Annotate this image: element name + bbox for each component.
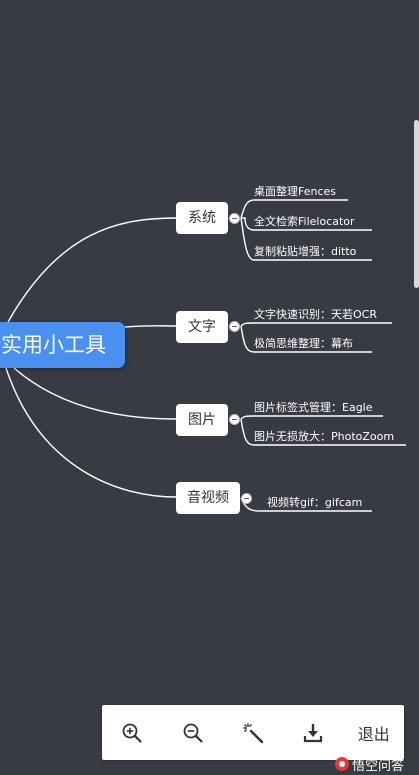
link-image-2 bbox=[240, 418, 406, 446]
zoom-in-icon bbox=[122, 723, 142, 743]
link-image-1 bbox=[240, 415, 383, 420]
leaf-system-fences[interactable]: 桌面整理Fences bbox=[254, 185, 337, 198]
link-system-2 bbox=[241, 217, 372, 231]
exit-label: 退出 bbox=[357, 724, 390, 744]
leaf-system-filelocator[interactable]: 全文检索Filelocator bbox=[254, 215, 355, 228]
link-text-2 bbox=[240, 325, 372, 353]
node-image[interactable]: 图片 bbox=[176, 404, 228, 436]
watermark: 悟空问答 bbox=[335, 754, 404, 774]
magic-wand-icon bbox=[243, 723, 264, 743]
wukong-logo-icon bbox=[335, 757, 349, 771]
download-button[interactable] bbox=[293, 713, 333, 753]
link-root-text bbox=[124, 325, 177, 328]
node-text-label: 文字 bbox=[188, 319, 216, 335]
collapse-toggle-av[interactable] bbox=[241, 493, 252, 504]
leaf-image-photozoom[interactable]: 图片无损放大：PhotoZoom bbox=[254, 430, 395, 443]
zoom-out-icon bbox=[183, 723, 203, 743]
link-root-system bbox=[7, 217, 177, 323]
zoom-out-button[interactable] bbox=[173, 713, 213, 753]
collapse-toggle-system[interactable] bbox=[229, 213, 240, 224]
leaf-av-gifcam[interactable]: 视频转gif：gifcam bbox=[267, 496, 363, 509]
leaf-text-ocr[interactable]: 文字快速识别：天若OCR bbox=[254, 308, 377, 321]
link-root-image bbox=[13, 367, 177, 420]
download-icon bbox=[304, 723, 323, 742]
root-node[interactable]: 端实用小工具 bbox=[0, 322, 125, 368]
watermark-text: 悟空问答 bbox=[352, 758, 405, 774]
bottom-toolbar: 退出 bbox=[102, 705, 404, 760]
node-av[interactable]: 音视频 bbox=[176, 482, 240, 514]
link-root-av bbox=[5, 367, 177, 498]
exit-button[interactable]: 退出 bbox=[354, 713, 394, 753]
leaf-text-mubu[interactable]: 极简思维整理：幕布 bbox=[254, 337, 353, 350]
zoom-in-button[interactable] bbox=[112, 713, 152, 753]
link-system-1 bbox=[240, 199, 348, 219]
root-label: 端实用小工具 bbox=[0, 333, 106, 357]
node-text[interactable]: 文字 bbox=[176, 311, 228, 343]
vertical-scrollbar[interactable] bbox=[414, 120, 419, 288]
collapse-toggle-text[interactable] bbox=[229, 321, 240, 332]
link-system-3 bbox=[240, 217, 372, 261]
node-image-label: 图片 bbox=[188, 412, 216, 428]
leaf-image-eagle[interactable]: 图片标签式管理：Eagle bbox=[254, 401, 373, 414]
node-system-label: 系统 bbox=[188, 210, 216, 226]
node-system[interactable]: 系统 bbox=[176, 202, 228, 234]
collapse-toggle-image[interactable] bbox=[229, 414, 240, 425]
magic-wand-button[interactable] bbox=[233, 713, 273, 753]
link-text-1 bbox=[240, 322, 392, 327]
leaf-system-ditto[interactable]: 复制粘贴增强：ditto bbox=[254, 245, 357, 258]
node-av-label: 音视频 bbox=[187, 490, 229, 506]
